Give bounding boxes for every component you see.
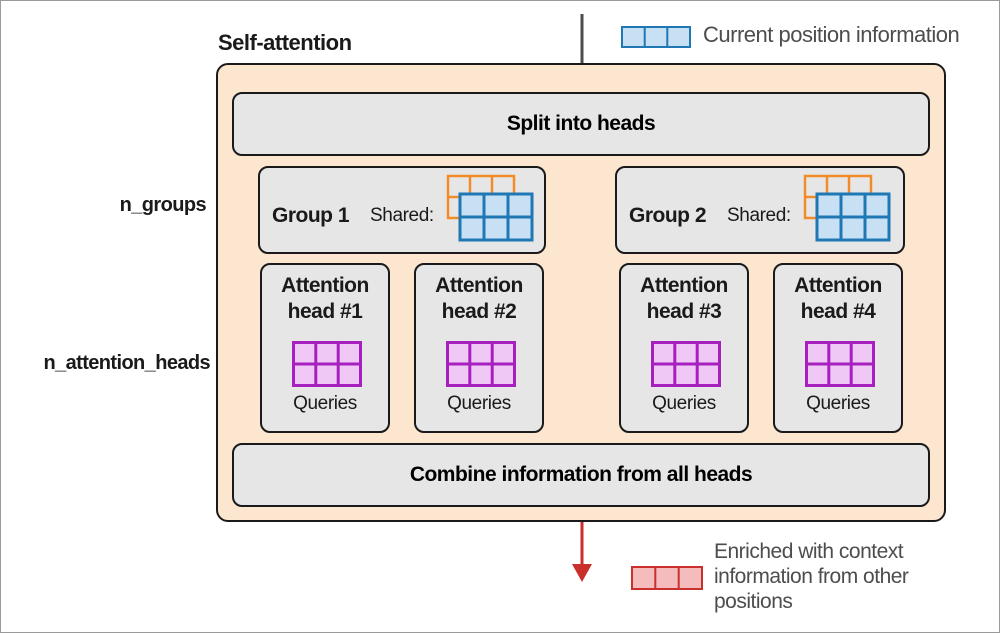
group-2-label: Group 2	[629, 204, 707, 227]
legend-output-label: Enriched with context information from o…	[714, 539, 909, 614]
query-matrix-icon	[292, 341, 362, 387]
query-matrix-icon	[446, 341, 516, 387]
combine-heads-box: Combine information from all heads	[232, 443, 930, 507]
attention-head-4-box: Attention head #4 Queries	[773, 263, 903, 433]
attention-head-3-label: Attention head #3	[640, 274, 728, 323]
legend-output-line-2: information from other	[714, 565, 909, 588]
combine-label: Combine information from all heads	[409, 463, 753, 486]
attention-head-1-label: Attention head #1	[281, 274, 369, 323]
diagram-title: Self-attention	[218, 30, 352, 55]
attention-head-4-label: Attention head #4	[794, 274, 882, 323]
legend-output-line-1: Enriched with context	[714, 540, 904, 563]
split-label: Split into heads	[506, 112, 656, 135]
query-matrix-icon	[651, 341, 721, 387]
attention-head-2-box: Attention head #2 Queries	[414, 263, 544, 433]
legend-output-line-3: positions	[714, 590, 793, 613]
attention-head-2-label: Attention head #2	[435, 274, 523, 323]
queries-label: Queries	[293, 393, 357, 414]
queries-label: Queries	[806, 393, 870, 414]
legend-input-label: Current position information	[703, 22, 960, 47]
attention-head-3-box: Attention head #3 Queries	[619, 263, 749, 433]
query-matrix-icon	[805, 341, 875, 387]
group-1-label: Group 1	[272, 204, 350, 227]
queries-label: Queries	[652, 393, 716, 414]
n-attention-heads-label: n_attention_heads	[43, 352, 211, 374]
group-2-shared-kv-icon	[803, 174, 891, 242]
attention-head-1-box: Attention head #1 Queries	[260, 263, 390, 433]
group-1-shared-label: Shared:	[370, 205, 434, 226]
enriched-vector-icon	[631, 566, 703, 590]
split-into-heads-box: Split into heads	[232, 92, 930, 156]
group-1-shared-kv-icon	[446, 174, 534, 242]
group-2-shared-label: Shared:	[727, 205, 791, 226]
current-position-vector-icon	[621, 26, 691, 48]
n-groups-label: n_groups	[119, 194, 207, 216]
queries-label: Queries	[447, 393, 511, 414]
